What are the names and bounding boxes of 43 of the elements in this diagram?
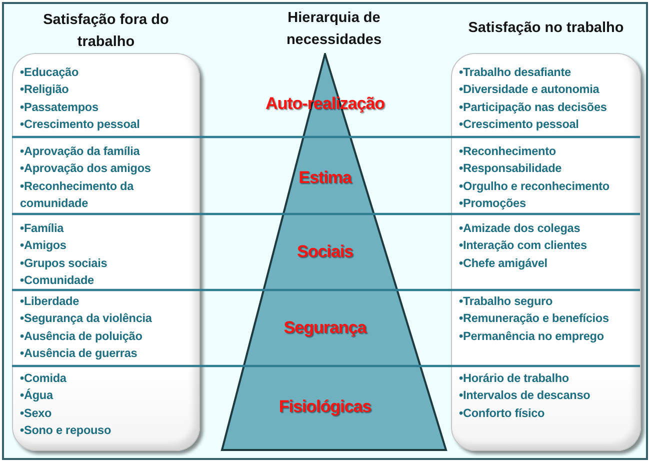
list-item: •Remuneração e benefícios [459,310,609,328]
list-item: •Comida [20,370,66,387]
list-item: •Comunidade [20,272,94,290]
level-label: Estima [298,168,352,188]
column-heading: Satisfação fora do trabalho [42,11,170,52]
level-label: Fisiológicas [278,397,372,417]
list-item: •Ausência de poluição [20,328,142,345]
list-item: •Religião [20,81,69,98]
list-item: •Grupos sociais [20,254,108,272]
list-item: •Sexo [20,404,52,422]
list-item: •Educação [20,64,79,81]
list-item: •Reconhecimento [459,143,556,160]
column-heading: Satisfação no trabalho [468,19,624,38]
list-item: •Aprovação da família [20,143,140,160]
list-item: •Família [20,220,64,237]
list-item: •Participação nas decisões [459,98,607,116]
list-item: •Trabalho seguro [459,293,553,310]
list-item: •Crescimento pessoal [20,116,140,134]
list-item: •Interação com clientes [459,237,587,254]
list-item: •Conforto físico [459,404,545,422]
list-item: •Amizade dos colegas [459,220,580,237]
list-item: •Ausência de guerras [20,345,138,362]
list-item: •Responsabilidade [459,160,562,178]
list-item: •Chefe amigável [459,254,548,272]
level-label: Segurança [284,318,366,338]
list-item: •Horário de trabalho [459,370,569,387]
list-item: •Segurança da violência [20,310,152,328]
list-item: •Promoções [459,195,526,212]
list-item: •Crescimento pessoal [459,116,579,134]
list-item: •Permanência no emprego [459,328,604,345]
list-item: •Reconhecimento da comunidade [20,178,135,212]
list-item: •Água [20,387,53,404]
column-heading: Hierarquia de necessidades [285,9,383,50]
list-item: •Aprovação dos amigos [20,160,151,178]
list-item: •Amigos [20,237,66,254]
list-item: •Trabalho desafiante [459,64,571,81]
list-item: •Diversidade e autonomia [459,81,600,98]
list-item: •Intervalos de descanso [459,387,590,404]
list-item: •Sono e repouso [20,422,112,440]
level-label: Sociais [296,242,354,262]
list-item: •Liberdade [20,293,80,310]
list-item: •Passatempos [20,98,98,116]
list-item: •Orgulho e reconhecimento [459,178,610,195]
